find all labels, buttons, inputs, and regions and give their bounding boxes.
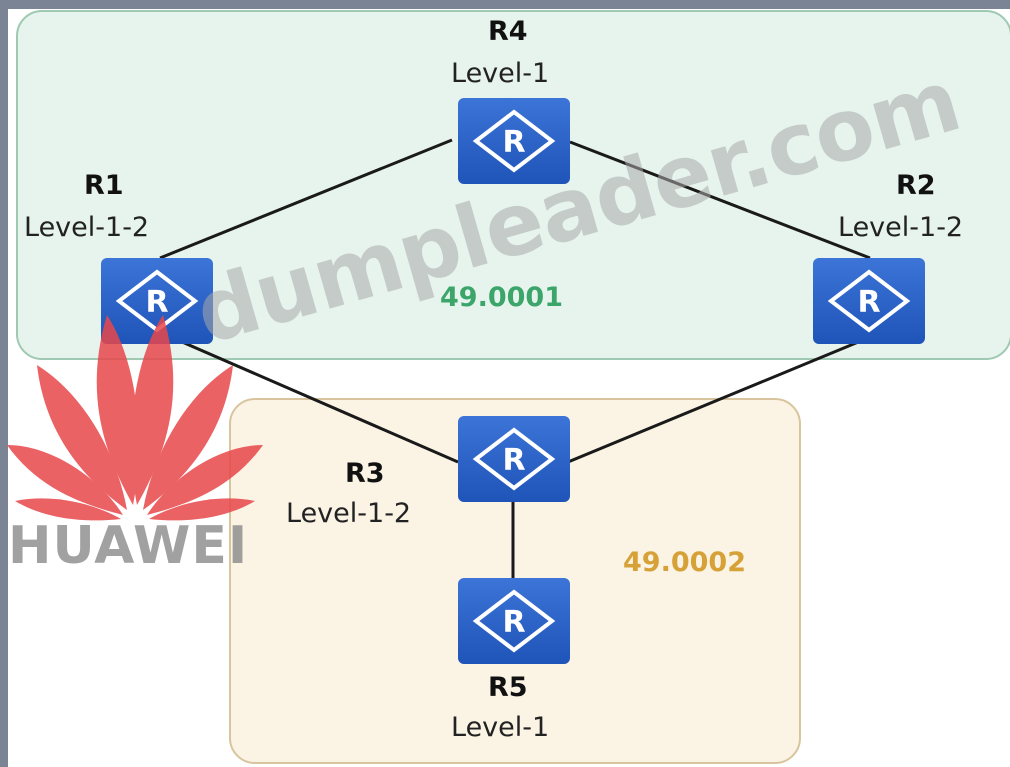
router-level: Level-1-2 bbox=[24, 212, 150, 243]
router-r5[interactable]: R bbox=[458, 578, 570, 664]
router-icon: R bbox=[472, 427, 556, 491]
router-level: Level-1-2 bbox=[286, 498, 412, 529]
router-r4[interactable]: R bbox=[458, 98, 570, 184]
router-icon: R bbox=[472, 589, 556, 653]
router-name: R1 bbox=[84, 170, 124, 201]
link-r1-r3 bbox=[149, 326, 459, 464]
area-id-label: 49.0001 bbox=[440, 282, 563, 313]
link-r4-r1 bbox=[159, 138, 453, 260]
svg-text:R: R bbox=[502, 125, 525, 160]
router-icon: R bbox=[827, 269, 911, 333]
svg-text:R: R bbox=[502, 443, 525, 478]
link-r2-r3 bbox=[567, 336, 869, 464]
svg-text:R: R bbox=[145, 285, 168, 320]
svg-text:R: R bbox=[502, 605, 525, 640]
router-r2[interactable]: R bbox=[813, 258, 925, 344]
link-r4-r2 bbox=[569, 140, 871, 260]
router-name: R2 bbox=[896, 170, 936, 201]
router-level: Level-1-2 bbox=[838, 212, 964, 243]
router-level: Level-1 bbox=[451, 712, 550, 743]
router-r3[interactable]: R bbox=[458, 416, 570, 502]
router-name: R3 bbox=[345, 458, 385, 489]
area-id-label: 49.0002 bbox=[623, 547, 746, 578]
router-name: R5 bbox=[488, 672, 528, 703]
svg-text:R: R bbox=[857, 285, 880, 320]
router-level: Level-1 bbox=[451, 58, 550, 89]
huawei-logo bbox=[7, 315, 263, 521]
router-name: R4 bbox=[488, 16, 528, 47]
router-icon: R bbox=[472, 109, 556, 173]
huawei-logo-wordmark: HUAWEI bbox=[8, 516, 249, 576]
